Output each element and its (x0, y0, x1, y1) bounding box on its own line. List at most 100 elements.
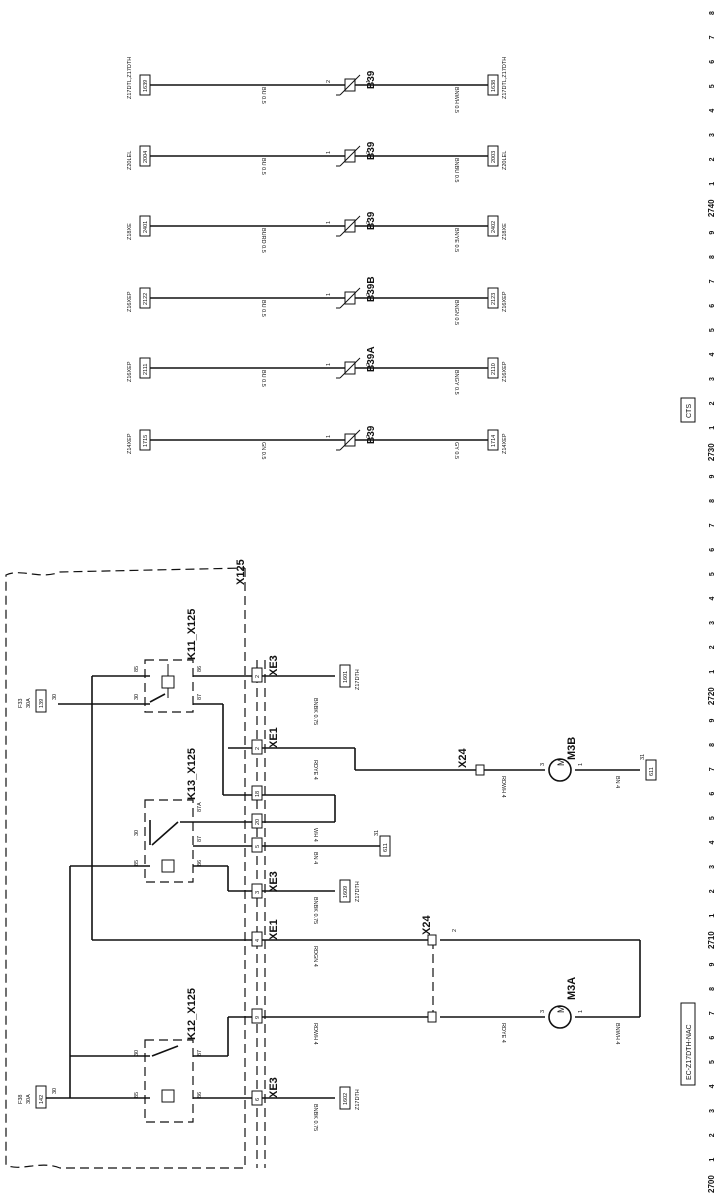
relay-k11: K11_X125 85 86 30 87 (134, 609, 203, 713)
sensor-fuse-right-label: 1638 (491, 80, 497, 92)
sensor-label: B39 (366, 425, 377, 444)
svg-text:BNBK 0.75: BNBK 0.75 (312, 897, 318, 924)
sensor-fuse-left-label: 2401 (143, 221, 149, 233)
connector-xe1-mid: XE1 (268, 919, 280, 940)
sensor-wire-label-right: BNWH 0.5 (453, 87, 459, 113)
column-ruler: 2700123456789271012345678927201234567892… (707, 11, 716, 1193)
sensor-fuse-right-label: 2003 (491, 151, 497, 163)
svg-text:611: 611 (649, 767, 655, 776)
sensor-label: B39A (366, 346, 377, 372)
sensor-wire-label-left: BU 0.5 (260, 370, 266, 387)
svg-text:BNBK 0.75: BNBK 0.75 (312, 1104, 318, 1131)
svg-text:2: 2 (255, 675, 261, 678)
svg-text:1: 1 (578, 763, 584, 766)
sensor-fuse-left (139, 215, 151, 237)
sensor-label: B39 (366, 70, 377, 89)
sensor-fuse-left (139, 145, 151, 167)
thermistor-slash (339, 429, 361, 451)
sensor-pin-right: 2 (366, 435, 372, 438)
sensor-fuse-left-label: 1715 (143, 435, 149, 447)
sensor-fuse-left-label: 2111 (143, 364, 149, 375)
tag-cts: CTS (680, 397, 696, 423)
ruler-minor-label: 7 (709, 1011, 716, 1015)
svg-text:87: 87 (197, 836, 203, 842)
fuse-f33: 139 F33 30A 30 (18, 689, 58, 713)
ruler-minor-label: 2 (709, 1133, 716, 1137)
ruler-minor-label: 9 (709, 718, 716, 722)
sensor-loc-left: Z20LEL (127, 151, 133, 170)
ruler-minor-label: 2 (709, 401, 716, 405)
motor-m3a-label: M3A (566, 977, 578, 1000)
ruler-minor-label: 9 (709, 962, 716, 966)
ruler-minor-label: 3 (709, 1109, 716, 1113)
x24-plug-bottom (427, 1011, 437, 1023)
motor-m3b-label: M3B (566, 737, 578, 760)
sensor-label: B39 (366, 211, 377, 230)
svg-text:F33: F33 (18, 699, 24, 708)
reference-boxes: 1601 Z17DTH 611 31 1609 Z17DTH 1602 Z17D… (339, 664, 657, 1110)
sensor-pin-left: 2 (326, 80, 332, 83)
wire-labels: BNBK 0.75 RDYE 4 WH 4 BN 4 BNBK 0.75 RDG… (312, 698, 620, 1131)
fuse-f38: 142 F38 30A 30 (18, 1085, 58, 1109)
ruler-minor-label: 1 (709, 1158, 716, 1162)
sensor-pin-right: 2 (366, 221, 372, 224)
ruler-minor-label: 4 (709, 353, 716, 357)
sensor-fuse-right-label: 2123 (491, 293, 497, 305)
sensor-wire-label-right: GY 0.5 (453, 442, 459, 459)
ruler-minor-label: 6 (709, 792, 716, 796)
ruler-minor-label: 8 (709, 987, 716, 991)
sensor-pin-left: 1 (326, 363, 332, 366)
ruler-minor-label: 1 (709, 426, 716, 430)
sensor-wire-label-right: BNBU 0.5 (453, 158, 459, 182)
svg-text:30: 30 (52, 694, 58, 700)
sensor-fuse-left (139, 74, 151, 96)
ruler-minor-label: 7 (709, 35, 716, 39)
svg-text:85: 85 (134, 860, 140, 866)
sensor-loc-left: Z16XEP (127, 291, 133, 312)
ruler-major-label: 2740 (707, 199, 716, 217)
svg-text:Z17DTH: Z17DTH (355, 1089, 361, 1110)
sensor-wire-label-right: BNYE 0.5 (453, 228, 459, 252)
svg-text:Z17DTH: Z17DTH (355, 669, 361, 690)
relay-k12-label: K12_X125 (186, 988, 198, 1040)
svg-text:30: 30 (134, 1050, 140, 1056)
svg-text:30: 30 (52, 1088, 58, 1094)
svg-text:142: 142 (39, 1095, 45, 1104)
svg-text:M: M (556, 1006, 566, 1014)
connector-pins: 2 2 18 20 5 3 4 9 6 (251, 667, 263, 1106)
sensor-pin-left: 1 (326, 151, 332, 154)
svg-text:30: 30 (134, 830, 140, 836)
ruler-minor-label: 2 (709, 889, 716, 893)
motor-m3b: M M3B 3 1 (540, 737, 584, 782)
sensor-wire-label-left: GN 0.5 (260, 442, 266, 459)
svg-text:CTS: CTS (686, 404, 693, 418)
svg-text:87: 87 (197, 1050, 203, 1056)
ruler-minor-label: 7 (709, 767, 716, 771)
sensor-wire-label-left: BU 0.5 (260, 87, 266, 104)
sensor-fuse-right (487, 145, 499, 167)
svg-text:RDWH 4: RDWH 4 (312, 1023, 318, 1045)
ruler-minor-label: 8 (709, 499, 716, 503)
relay-k13: K13_X125 30 87A 87 86 85 (134, 748, 203, 883)
ruler-minor-label: 8 (709, 11, 716, 15)
sensor-fuse-left (139, 357, 151, 379)
svg-text:3: 3 (540, 1010, 546, 1013)
ruler-minor-label: 8 (709, 743, 716, 747)
module-label: X125 (235, 559, 247, 585)
svg-text:86: 86 (197, 666, 203, 672)
sensor-pin-left: 1 (326, 435, 332, 438)
ruler-major-label: 2710 (707, 931, 716, 949)
svg-text:BN 4: BN 4 (312, 852, 318, 864)
ruler-minor-label: 3 (709, 377, 716, 381)
sensor-fuse-right-label: 1714 (491, 435, 497, 447)
sensor-loc-left: Z16XEP (127, 361, 133, 382)
svg-text:RDYE 4: RDYE 4 (312, 760, 318, 780)
sensor-label: B39 (366, 141, 377, 160)
connector-xe1-top: XE1 (268, 727, 280, 748)
sensor-loc-right: Z14XEP (502, 433, 508, 454)
connector-xe3-mid: XE3 (268, 871, 280, 892)
svg-text:3: 3 (255, 891, 261, 894)
connector-x24-top: X24 (457, 748, 469, 768)
sensor-wire-label-left: BURD 0.5 (260, 228, 266, 253)
module-outline (5, 567, 246, 1169)
